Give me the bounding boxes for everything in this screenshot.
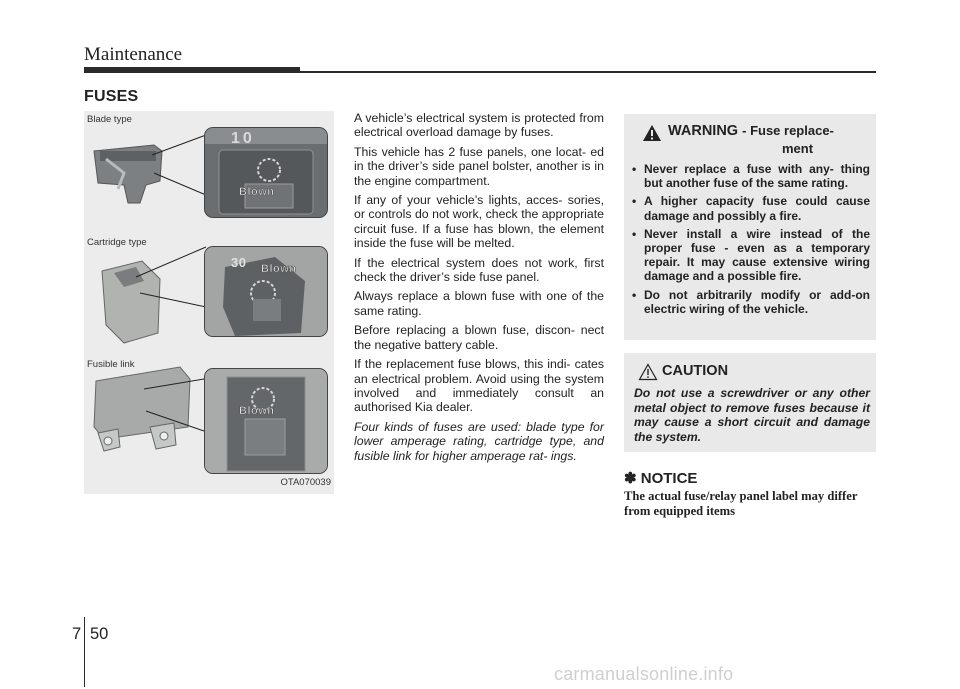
- label-cartridge-type: Cartridge type: [87, 237, 147, 248]
- fuse-types-note: Four kinds of fuses are used: blade type…: [354, 419, 604, 463]
- footer-divider: [84, 617, 86, 687]
- section-header-title: Maintenance: [84, 44, 183, 65]
- chapter-number: 7: [72, 625, 82, 643]
- blown-label: Blown: [261, 263, 297, 276]
- fusible-link-zoom-art: [205, 369, 327, 473]
- paragraph: If any of your vehicle’s lights, acces- …: [354, 193, 604, 251]
- fusible-link-zoom: Blown: [204, 368, 328, 474]
- caution-icon: [638, 363, 658, 381]
- warning-title-word: WARNING: [668, 123, 739, 139]
- list-item: •Do not arbitrarily modify or add-on ele…: [632, 287, 870, 316]
- fuse-illustration: [93, 134, 207, 452]
- list-item: •A higher capacity fuse could cause dama…: [632, 194, 870, 223]
- cartridge-fuse-zoom-art: [205, 247, 327, 336]
- warning-icon: [643, 125, 661, 141]
- cartridge-amperage-text: 30: [231, 255, 247, 270]
- warning-subtitle-a: - Fuse replace-: [742, 123, 834, 138]
- watermark: carmanualsonline.info: [554, 664, 734, 684]
- fusible-link-drawing: [93, 366, 205, 452]
- warning-item-text: Do not arbitrarily modify or add-on elec…: [644, 287, 870, 316]
- blade-fuse-zoom-art: [205, 128, 327, 217]
- warning-item-text: Never replace a fuse with any- thing but…: [644, 162, 870, 191]
- caution-box: CAUTION Do not use a screwdriver or any …: [624, 353, 876, 452]
- paragraph: Always replace a blown fuse with one of …: [354, 289, 604, 318]
- figure-code: OTA070039: [280, 477, 331, 488]
- cartridge-fuse-drawing: [101, 246, 207, 344]
- page-number: 50: [90, 625, 109, 643]
- label-blade-type: Blade type: [87, 114, 132, 125]
- warning-title: WARNING - Fuse replace-: [668, 123, 834, 139]
- blown-label: Blown: [239, 186, 275, 199]
- blade-fuse-zoom: 10 Blown: [204, 127, 328, 218]
- paragraph: A vehicle’s electrical system is protect…: [354, 111, 604, 140]
- label-fusible-link: Fusible link: [87, 359, 135, 370]
- caution-title: CAUTION: [662, 363, 729, 379]
- paragraph: If the electrical system does not work, …: [354, 255, 604, 285]
- warning-subtitle-b: ment: [782, 141, 814, 156]
- notice-text: The actual fuse/relay panel label may di…: [624, 489, 858, 518]
- warning-header: WARNING - Fuse replace- ment: [632, 122, 868, 158]
- warning-list: •Never replace a fuse with any- thing bu…: [630, 162, 870, 320]
- fuse-types-figure: Blade type Cartridge type Fusible link 1…: [84, 111, 334, 494]
- header-rule-thick: [84, 67, 300, 73]
- cartridge-fuse-zoom: 30 Blown: [204, 246, 328, 337]
- blown-label: Blown: [239, 405, 275, 418]
- paragraph: If the replacement fuse blows, this indi…: [354, 357, 604, 415]
- notice-title: ✽ NOTICE: [624, 470, 698, 487]
- header-rule-thin: [300, 71, 876, 73]
- warning-box: WARNING - Fuse replace- ment •Never repl…: [624, 114, 876, 340]
- paragraph: This vehicle has 2 fuse panels, one loca…: [354, 144, 604, 188]
- warning-item-text: A higher capacity fuse could cause damag…: [644, 194, 870, 223]
- blade-amperage-text: 10: [231, 130, 255, 147]
- paragraph: Before replacing a blown fuse, discon- n…: [354, 323, 604, 352]
- body-text: A vehicle’s electrical system is protect…: [354, 111, 604, 468]
- warning-item-text: Never install a wire instead of the prop…: [644, 226, 870, 284]
- list-item: •Never install a wire instead of the pro…: [632, 226, 870, 284]
- blade-fuse-drawing: [93, 134, 207, 204]
- caution-text: Do not use a screwdriver or any other me…: [634, 386, 870, 444]
- page-title: FUSES: [84, 88, 139, 105]
- list-item: •Never replace a fuse with any- thing bu…: [632, 162, 870, 191]
